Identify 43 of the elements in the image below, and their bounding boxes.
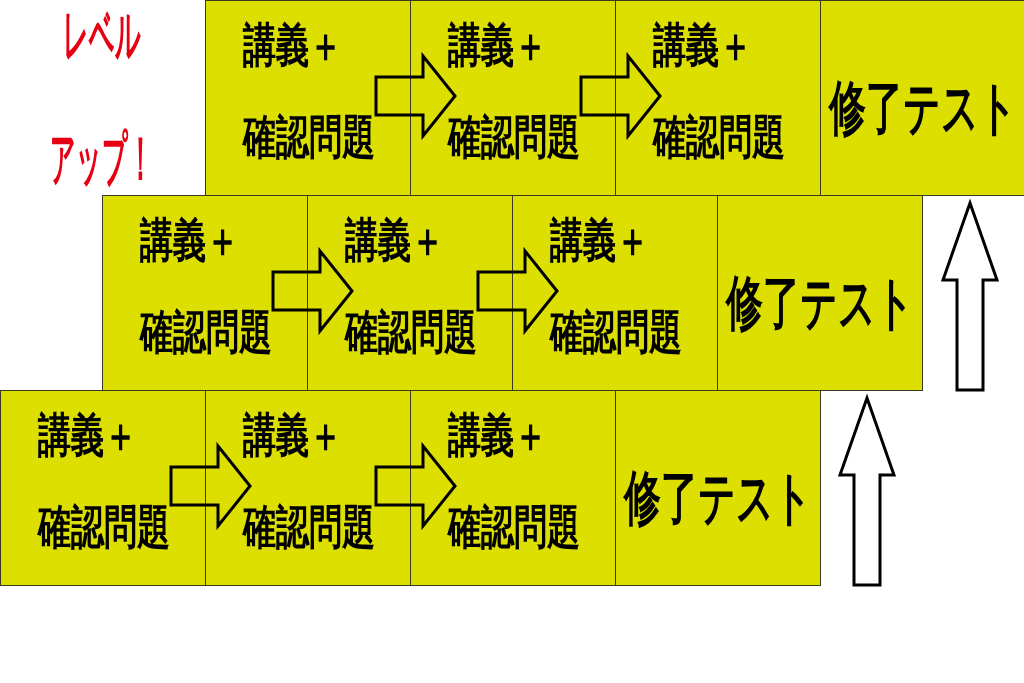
step-label: 確認問題: [448, 503, 580, 550]
arrow: [374, 441, 457, 531]
step-label: 確認問題: [550, 308, 682, 355]
step-label: 修了テスト: [624, 468, 812, 528]
step-label: 確認問題: [243, 113, 375, 160]
process-box: [307, 195, 513, 391]
step-label: 講義＋: [448, 411, 547, 458]
process-box: [205, 390, 411, 586]
step-label: 確認問題: [38, 503, 170, 550]
process-box: [205, 0, 411, 196]
arrow: [374, 51, 457, 141]
step-label: 確認問題: [140, 308, 272, 355]
step-label: 確認問題: [243, 503, 375, 550]
process-box: [615, 0, 821, 196]
step-label: 確認問題: [345, 308, 477, 355]
process-box: [615, 390, 821, 586]
arrow: [837, 393, 897, 587]
step-label: 講義＋: [550, 216, 649, 263]
process-box: [102, 195, 308, 391]
arrow: [169, 441, 252, 531]
arrow: [476, 246, 559, 336]
process-box: [410, 0, 616, 196]
arrow: [271, 246, 354, 336]
step-label: 修了テスト: [726, 273, 914, 333]
step-label: 講義＋: [140, 216, 239, 263]
step-label: 講義＋: [38, 411, 137, 458]
step-label: 講義＋: [345, 216, 444, 263]
step-label: 講義＋: [243, 21, 342, 68]
step-label: 確認問題: [448, 113, 580, 160]
step-label: 確認問題: [653, 113, 785, 160]
process-box: [410, 390, 616, 586]
callout-text: アップ！: [50, 130, 153, 189]
process-box: [820, 0, 1024, 196]
process-box: [0, 390, 206, 586]
step-label: 修了テスト: [829, 78, 1017, 138]
process-box: [512, 195, 718, 391]
step-label: 講義＋: [243, 411, 342, 458]
process-box: [717, 195, 923, 391]
arrow: [940, 198, 1000, 392]
callout-text: レベル: [63, 6, 141, 65]
step-label: 講義＋: [653, 21, 752, 68]
step-label: 講義＋: [448, 21, 547, 68]
arrow: [579, 51, 662, 141]
